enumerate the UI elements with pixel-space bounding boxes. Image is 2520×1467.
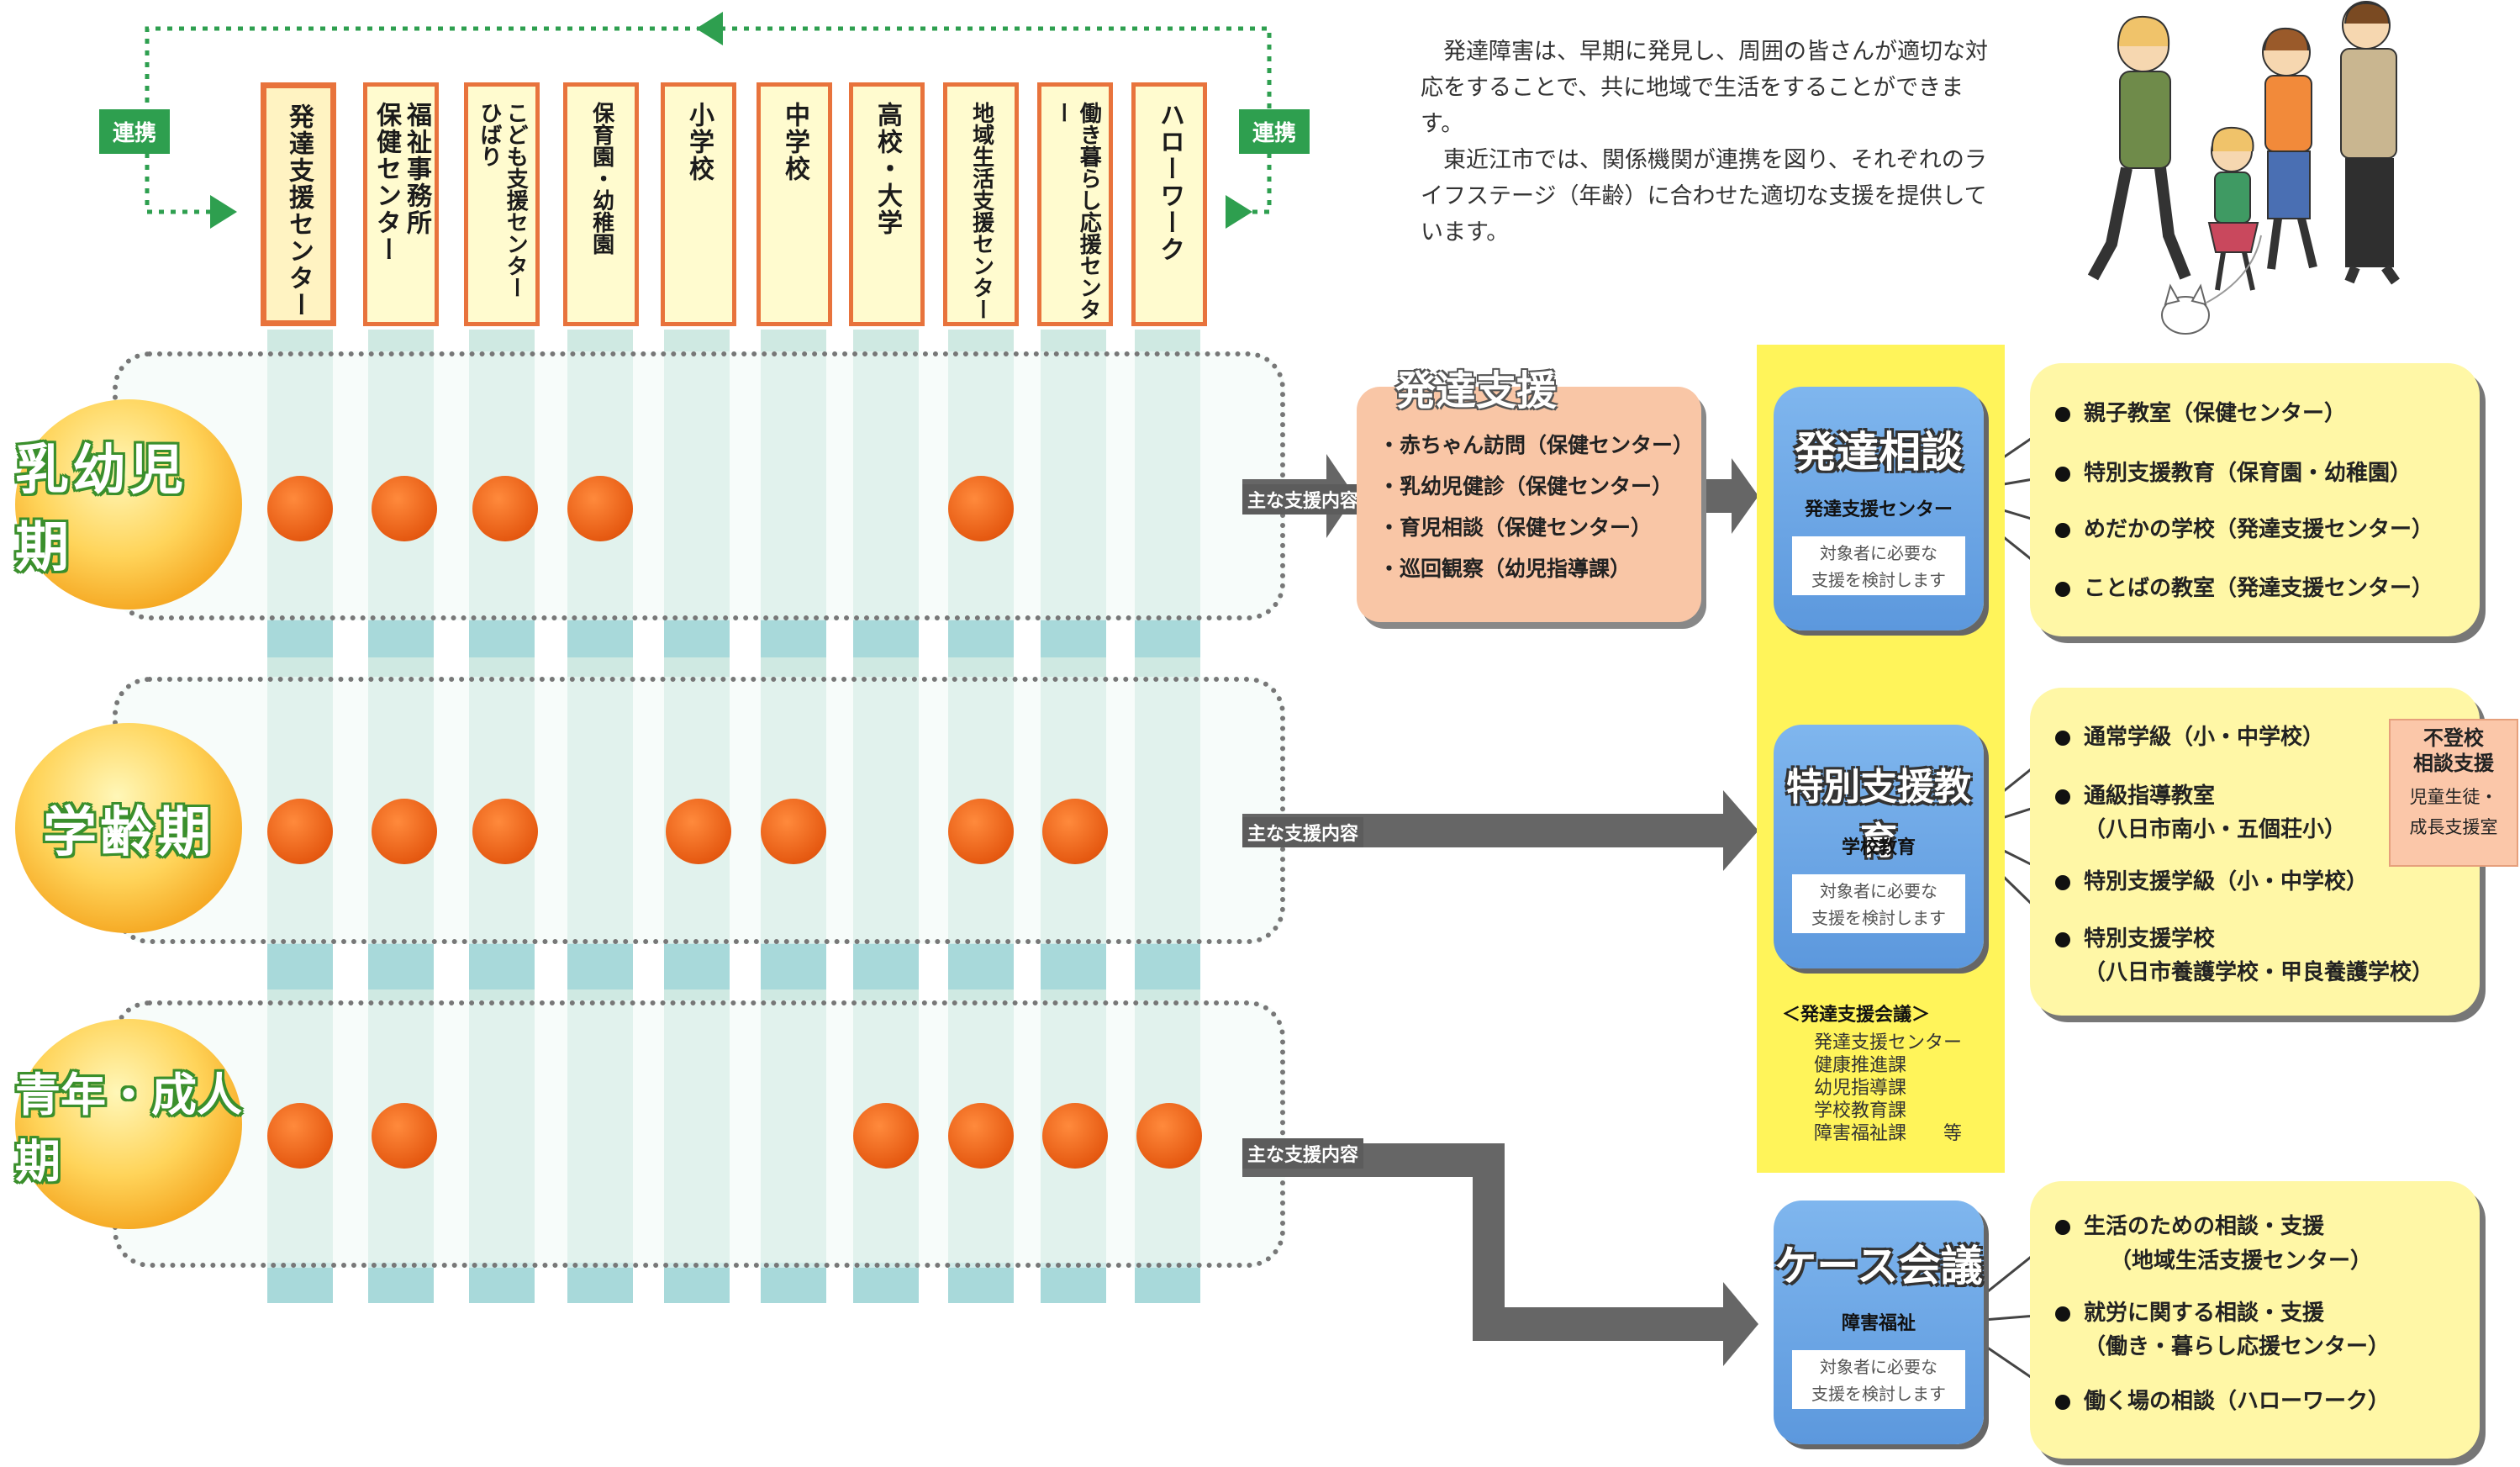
- box-note: 対象者に必要な支援を検討します: [1792, 874, 1965, 933]
- stage-label: 学齢期: [43, 802, 214, 864]
- org-koko-daigaku: 高校・大学: [849, 82, 925, 326]
- box-hattatsu-sodan: 発達相談 発達支援センター 対象者に必要な支援を検討します: [1774, 387, 1984, 631]
- main-support-tag: 主な支援内容: [1242, 484, 1364, 515]
- meeting-member: 学校教育課: [1814, 1100, 1907, 1121]
- stage-circle-school: 学齢期: [15, 723, 242, 933]
- hattatsu-shien-kaigi: ＜発達支援会議＞ 発達支援センター 健康推進課 幼児指導課 学校教育課 障害福祉…: [1782, 1004, 1962, 1145]
- list-item: ・巡回観察（幼児指導課）: [1379, 557, 1632, 581]
- org-label: 高校・大学: [873, 102, 902, 236]
- meeting-title: ＜発達支援会議＞: [1782, 1005, 1931, 1026]
- meeting-member: 障害福祉課 等: [1814, 1123, 1963, 1144]
- org-label: 発達支援センター: [284, 103, 314, 319]
- support-dot: [853, 1103, 919, 1169]
- support-dot: [948, 799, 1014, 864]
- org-label: 働き暮らし応援センター: [1050, 102, 1102, 320]
- box-note: 対象者に必要な支援を検討します: [1792, 536, 1965, 595]
- result-item: 生活のための相談・支援: [2055, 1212, 2324, 1241]
- support-dot: [472, 799, 538, 864]
- result-item: 親子教室（保健センター）: [2055, 399, 2346, 428]
- org-chiiki-seikatsu: 地域生活支援センター: [943, 82, 1019, 326]
- stage-label: 乳幼児期: [15, 440, 187, 579]
- renkei-loop: [145, 12, 1272, 229]
- support-dot: [948, 476, 1014, 541]
- org-hattatsu-shien-center: 発達支援センター: [261, 82, 336, 326]
- support-dot: [1136, 1103, 1202, 1169]
- support-dot: [372, 1103, 437, 1169]
- support-dot: [472, 476, 538, 541]
- result-item: めだかの学校（発達支援センター）: [2055, 515, 2433, 544]
- support-dot: [948, 1103, 1014, 1169]
- result-item: 働く場の相談（ハローワーク）: [2055, 1387, 2390, 1416]
- box-sub: 発達支援センター: [1804, 499, 1953, 520]
- result-item: 特別支援学級（小・中学校）: [2055, 868, 2368, 896]
- result-box-infant: [2030, 363, 2480, 636]
- result-item: （地域生活支援センター）: [2110, 1248, 2373, 1274]
- result-item: 通級指導教室: [2055, 782, 2215, 810]
- stage-circle-adult: 青年・成人期: [15, 1019, 242, 1229]
- org-chugakko: 中学校: [757, 82, 832, 326]
- support-dot: [267, 799, 333, 864]
- result-item: （働き・暮らし応援センター）: [2084, 1334, 2391, 1359]
- stage-label: 青年・成人期: [15, 1069, 242, 1188]
- box-title: 特別支援教育: [1786, 766, 1971, 863]
- support-dot: [666, 799, 731, 864]
- box-sub: 障害福祉: [1841, 1313, 1916, 1334]
- org-label: ハローワーク: [1155, 102, 1184, 263]
- main-support-tag: 主な支援内容: [1242, 1138, 1364, 1169]
- result-item: ことばの教室（発達支援センター）: [2055, 574, 2433, 603]
- org-label: 中学校: [780, 102, 809, 182]
- renkei-label-right: 連携: [1239, 109, 1310, 154]
- support-dot: [267, 476, 333, 541]
- support-dot: [1042, 1103, 1108, 1169]
- support-dot: [1042, 799, 1108, 864]
- meeting-member: 幼児指導課: [1814, 1078, 1907, 1099]
- family-illustration: [2087, 1, 2400, 335]
- org-kodomo-shien-hibari: こども支援センター ひばり: [464, 82, 540, 326]
- support-dot: [372, 476, 437, 541]
- list-item: ・赤ちゃん訪問（保健センター）: [1379, 433, 1695, 457]
- org-shogakko: 小学校: [661, 82, 736, 326]
- result-item: （八日市養護学校・甲良養護学校）: [2084, 960, 2434, 985]
- support-dot: [567, 476, 633, 541]
- result-item: 通常学級（小・中学校）: [2055, 723, 2324, 752]
- list-item: ・乳幼児健診（保健センター）: [1379, 474, 1674, 499]
- stage-circle-infant: 乳幼児期: [15, 399, 242, 609]
- result-item: 就労に関する相談・支援: [2055, 1299, 2324, 1327]
- intro-paragraph: 発達障害は、早期に発見し、周囲の皆さんが適切な対応をすることで、共に地域で生活を…: [1421, 39, 1988, 137]
- org-hoikuen-yochien: 保育園・幼稚園: [563, 82, 639, 326]
- org-label: こども支援センター ひばり: [477, 102, 529, 298]
- org-label: 地域生活支援センター: [968, 102, 994, 320]
- org-label: 小学校: [684, 102, 714, 182]
- meeting-member: 発達支援センター: [1814, 1032, 1963, 1053]
- box-case-kaigi: ケース会議 障害福祉 対象者に必要な支援を検討します: [1774, 1201, 1984, 1444]
- org-hello-work: ハローワーク: [1131, 82, 1207, 326]
- hattatsu-shien-box: [1357, 387, 1701, 622]
- org-hataraki-kurashi: 働き暮らし応援センター: [1037, 82, 1113, 326]
- intro-text: 発達障害は、早期に発見し、周囲の皆さんが適切な対応をすることで、共に地域で生活を…: [1421, 34, 1992, 251]
- renkei-label-left: 連携: [99, 109, 171, 154]
- box-title: ケース会議: [1774, 1242, 1983, 1290]
- support-dot: [267, 1103, 333, 1169]
- org-label: 福祉事務所 保健センター: [372, 102, 431, 263]
- hattatsu-shien-list: ・赤ちゃん訪問（保健センター） ・乳幼児健診（保健センター） ・育児相談（保健セ…: [1379, 425, 1694, 589]
- result-item: 特別支援学校: [2055, 925, 2215, 953]
- result-item: （八日市南小・五個荘小）: [2084, 817, 2347, 842]
- org-label: 保育園・幼稚園: [588, 102, 614, 255]
- support-dot: [761, 799, 826, 864]
- list-item: ・育児相談（保健センター）: [1379, 515, 1653, 540]
- box-title: 発達相談: [1795, 428, 1963, 477]
- intro-paragraph: 東近江市では、関係機関が連携を図り、それぞれのライフステージ（年齢）に合わせた適…: [1421, 147, 1987, 245]
- main-support-tag: 主な支援内容: [1242, 817, 1364, 847]
- meeting-member: 健康推進課: [1814, 1055, 1907, 1076]
- box-tokubetsu-shien: 特別支援教育 学校教育 対象者に必要な支援を検討します: [1774, 725, 1984, 968]
- futoko-sodan-box: 不登校 相談支援 児童生徒・ 成長支援室: [2389, 719, 2518, 867]
- result-box-adult: [2030, 1181, 2480, 1459]
- support-dot: [372, 799, 437, 864]
- box-sub: 学校教育: [1841, 837, 1916, 858]
- result-item: 特別支援教育（保育園・幼稚園）: [2055, 459, 2412, 488]
- hattatsu-shien-title: 発達支援: [1395, 367, 1558, 414]
- box-note: 対象者に必要な支援を検討します: [1792, 1350, 1965, 1409]
- org-fukushi-hoken: 福祉事務所 保健センター: [363, 82, 439, 326]
